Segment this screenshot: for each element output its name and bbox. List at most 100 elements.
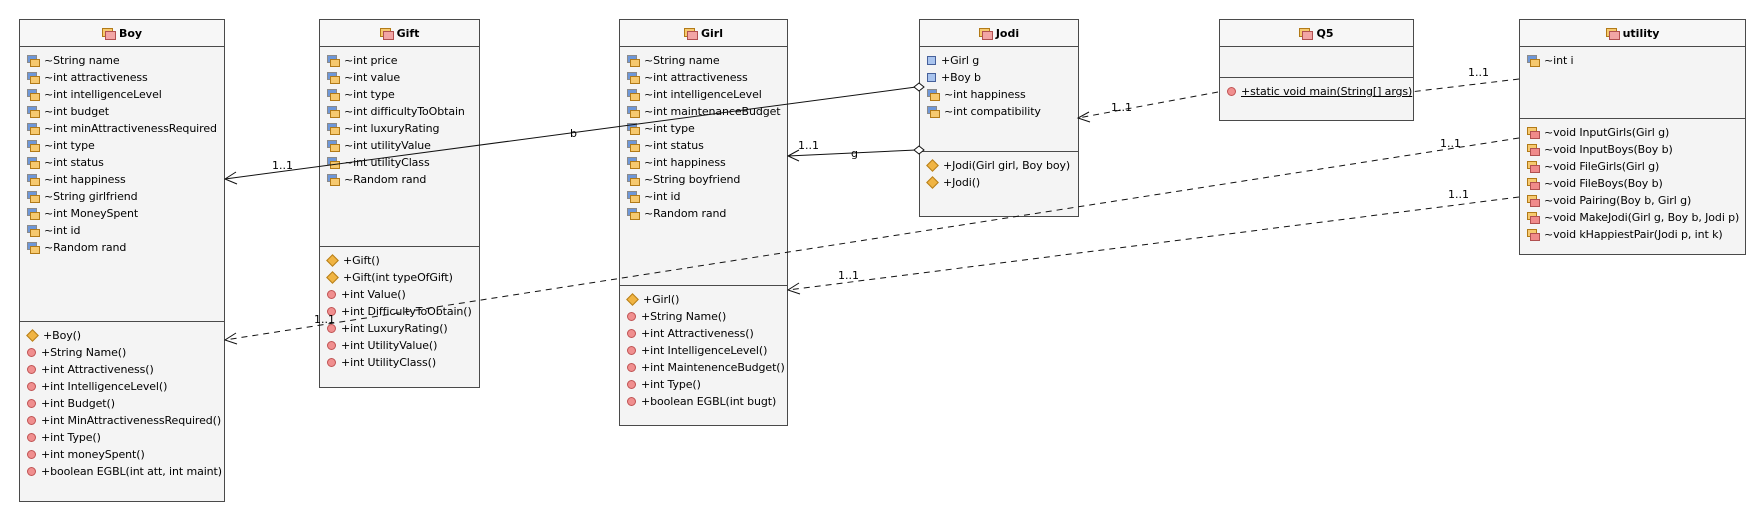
class-member: ~int id	[620, 188, 787, 205]
constructor-icon	[926, 176, 939, 189]
class-member: +String Name()	[20, 344, 224, 361]
package-method-icon	[1527, 212, 1540, 224]
class-name: Jodi	[995, 26, 1020, 40]
class-member: +Gift(int typeOfGift)	[320, 269, 479, 286]
class-member: +boolean EGBL(int att, int maint)	[20, 463, 224, 480]
class-member: ~int price	[320, 52, 479, 69]
operations-compartment: +Boy() +String Name() +int Attractiveness(…	[20, 322, 224, 480]
package-method-icon	[1527, 127, 1540, 139]
attributes-compartment: ~int i	[1520, 47, 1745, 119]
class-member: +int MaintenenceBudget()	[620, 359, 787, 376]
class-name: Girl	[701, 26, 723, 40]
member-text: +Jodi(Girl girl, Boy boy)	[943, 159, 1071, 172]
class-member: ~int intelligenceLevel	[20, 86, 224, 103]
member-text: +Girl()	[643, 293, 680, 306]
public-method-icon	[27, 433, 36, 442]
class-name: Boy	[118, 26, 143, 40]
class-box-jodi[interactable]: Jodi +Girl g+Boy b~int happiness~int com…	[919, 19, 1079, 217]
class-member: ~Random rand	[20, 239, 224, 256]
public-method-icon	[27, 382, 36, 391]
package-field-icon	[627, 157, 640, 169]
member-text: ~int id	[644, 190, 681, 203]
class-header: utility	[1520, 20, 1745, 47]
class-member: ~int minAttractivenessRequired	[20, 120, 224, 137]
package-field-icon	[627, 106, 640, 118]
package-field-icon	[27, 191, 40, 203]
dependency-utility-q5[interactable]: 1..1	[1409, 66, 1520, 93]
multiplicity-jodi-girl: 1..1	[798, 139, 819, 152]
member-text: ~Random rand	[344, 173, 427, 186]
role-label-g: g	[851, 147, 858, 160]
class-box-girl[interactable]: Girl ~String name~int attractiveness~int…	[619, 19, 788, 426]
package-field-icon	[927, 106, 940, 118]
class-member: ~int status	[620, 137, 787, 154]
public-method-icon	[1227, 87, 1236, 96]
member-text: ~int maintenanceBudget	[644, 105, 781, 118]
member-text: ~int compatibility	[944, 105, 1041, 118]
class-member: ~Random rand	[620, 205, 787, 222]
member-text: ~int type	[44, 139, 95, 152]
attributes-compartment	[1220, 47, 1413, 78]
public-method-icon	[27, 348, 36, 357]
class-member: +int Attractiveness()	[20, 361, 224, 378]
dependency-utility-girl[interactable]: 1..1 1..1	[786, 188, 1520, 295]
class-member: +int IntelligenceLevel()	[620, 342, 787, 359]
multiplicity-jodi-boy: 1..1	[272, 159, 293, 172]
member-text: ~void FileGirls(Girl g)	[1544, 160, 1660, 173]
class-icon	[978, 28, 993, 40]
member-text: ~void Pairing(Boy b, Girl g)	[1544, 194, 1692, 207]
class-member: ~int MoneySpent	[20, 205, 224, 222]
operations-compartment: +Girl()+String Name()+int Attractiveness…	[620, 286, 787, 410]
operations-compartment: ~void InputGirls(Girl g) ~void InputBoys(…	[1520, 119, 1745, 243]
class-member: +int moneySpent()	[20, 446, 224, 463]
operations-compartment: +Gift()+Gift(int typeOfGift)+int Value()…	[320, 247, 479, 371]
constructor-icon	[626, 293, 639, 306]
class-member: ~int utilityValue	[320, 137, 479, 154]
package-field-icon	[627, 140, 640, 152]
member-text: ~void kHappiestPair(Jodi p, int k)	[1544, 228, 1723, 241]
package-field-icon	[627, 72, 640, 84]
member-text: +Boy b	[941, 71, 981, 84]
package-method-icon	[1527, 144, 1540, 156]
constructor-icon	[326, 254, 339, 267]
class-member: ~int happiness	[920, 86, 1078, 103]
member-text: +Jodi()	[943, 176, 981, 189]
class-box-gift[interactable]: Gift ~int price~int value~int type~int d…	[319, 19, 480, 388]
class-member: +Girl()	[620, 291, 787, 308]
member-text: ~int minAttractivenessRequired	[44, 122, 217, 135]
class-box-boy[interactable]: Boy ~String name~int attractiveness~int …	[19, 19, 225, 502]
member-text: +String Name()	[41, 346, 127, 359]
member-text: ~void InputGirls(Girl g)	[1544, 126, 1670, 139]
member-text: ~String name	[44, 54, 120, 67]
member-text: ~int happiness	[944, 88, 1026, 101]
member-text: +Boy()	[43, 329, 81, 342]
dependency-q5-jodi[interactable]: 1..1	[1076, 91, 1219, 123]
public-method-icon	[627, 397, 636, 406]
member-text: +Gift()	[343, 254, 380, 267]
package-field-icon	[27, 208, 40, 220]
public-method-icon	[27, 365, 36, 374]
package-field-icon	[27, 72, 40, 84]
constructor-icon	[26, 329, 39, 342]
class-member: ~int attractiveness	[20, 69, 224, 86]
class-member: ~int intelligenceLevel	[620, 86, 787, 103]
association-jodi-girl[interactable]: g 1..1	[786, 139, 925, 162]
member-text: +int UtilityValue()	[341, 339, 438, 352]
member-text: ~void InputBoys(Boy b)	[1544, 143, 1673, 156]
class-header: Q5	[1220, 20, 1413, 47]
member-text: ~int status	[644, 139, 704, 152]
class-member: ~void MakeJodi(Girl g, Boy b, Jodi p)	[1520, 209, 1745, 226]
class-member: ~int type	[620, 120, 787, 137]
class-member: +Boy b	[920, 69, 1078, 86]
member-text: ~int luxuryRating	[344, 122, 440, 135]
package-field-icon	[327, 140, 340, 152]
package-field-icon	[627, 55, 640, 67]
member-text: +int UtilityClass()	[341, 356, 437, 369]
class-box-utility[interactable]: utility ~int i ~void InputGirls(Girl g)~…	[1519, 19, 1746, 255]
attributes-compartment: ~String name~int attractiveness~int inte…	[620, 47, 787, 286]
class-box-q5[interactable]: Q5 +static void main(String[] args)	[1219, 19, 1414, 121]
package-field-icon	[327, 55, 340, 67]
attributes-compartment: ~int price~int value~int type~int diffic…	[320, 47, 479, 247]
public-method-icon	[27, 450, 36, 459]
